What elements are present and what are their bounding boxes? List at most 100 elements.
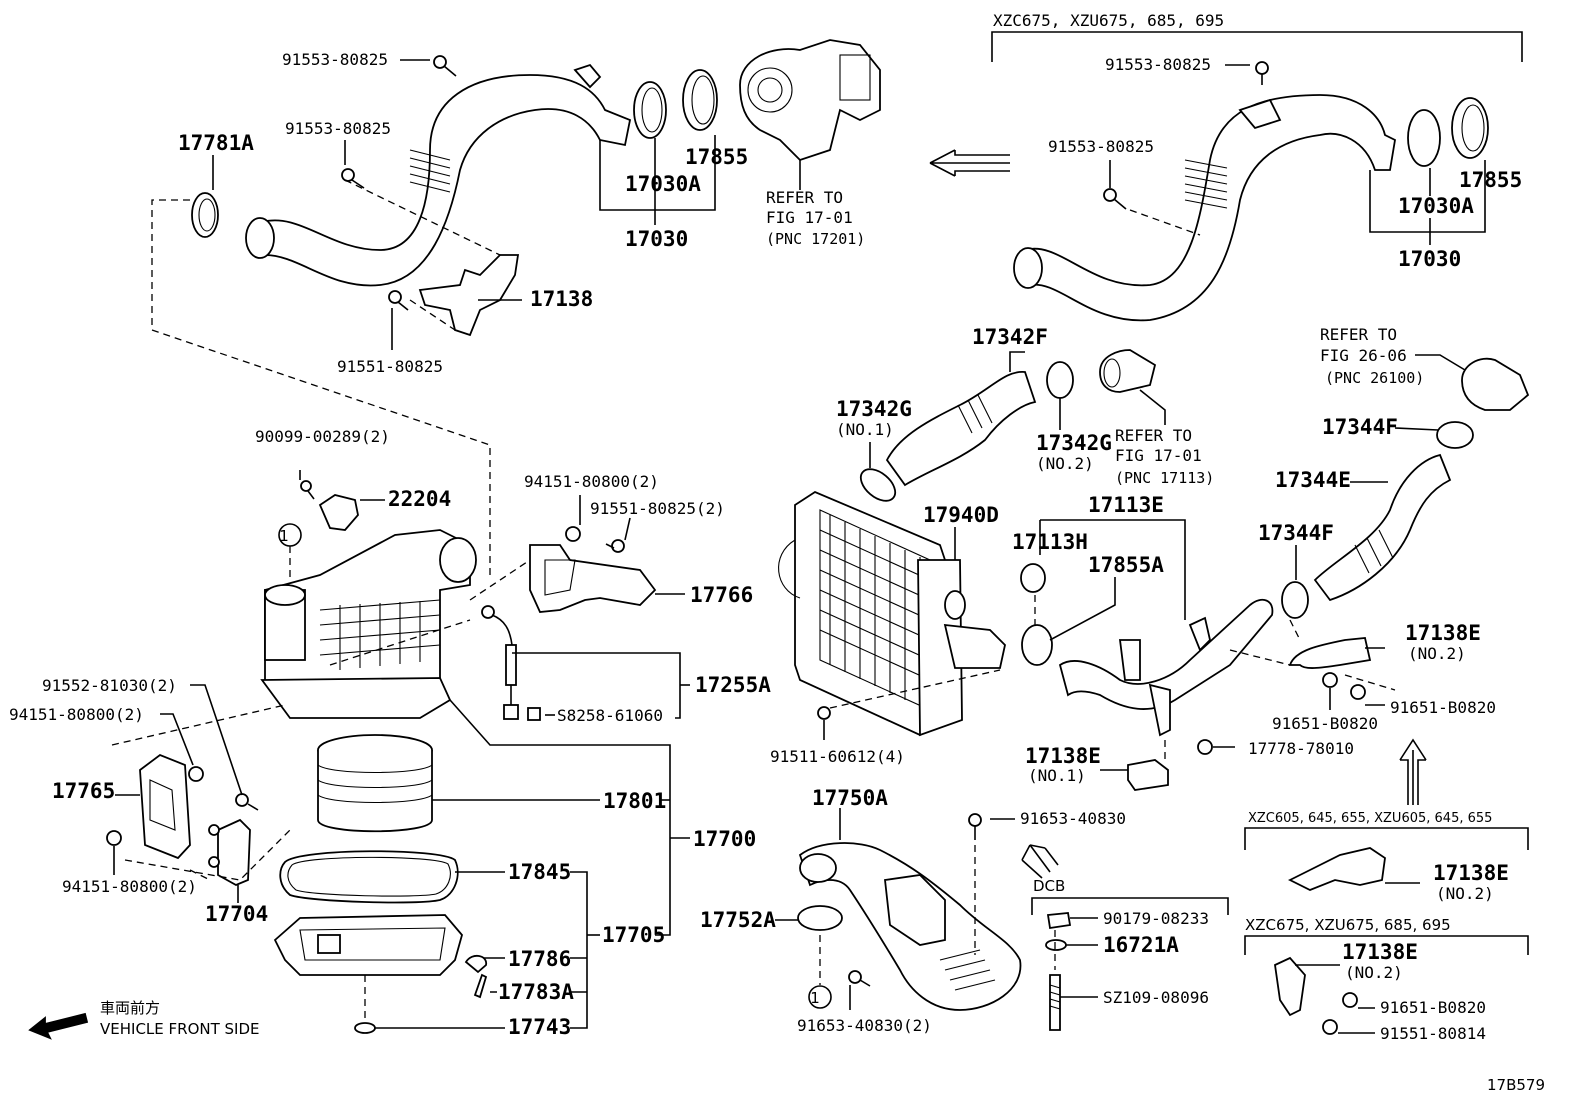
label-17342g-1: 17342G xyxy=(836,397,912,421)
ref-circle-1-bottom xyxy=(808,985,832,1009)
label-17801: 17801 xyxy=(603,789,666,813)
label-17786: 17786 xyxy=(508,947,571,971)
ref3-line-3: (PNC 17113) xyxy=(1115,469,1214,487)
bracket-17765 xyxy=(139,753,191,860)
label-91553-80825-r1: 91553-80825 xyxy=(1105,55,1211,74)
label-17855a: 17855A xyxy=(1088,553,1164,577)
label-91551-80825-2: 91551-80825(2) xyxy=(590,499,725,518)
label-17766: 17766 xyxy=(690,583,753,607)
ref2-line-2: FIG 26-06 xyxy=(1320,346,1407,365)
turbo-ref xyxy=(739,39,881,162)
ref-circle-1-top-text: 1 xyxy=(279,527,289,545)
ref2-line-1: REFER TO xyxy=(1320,325,1397,344)
gasket-17845 xyxy=(279,850,459,904)
direction-arrow-diag xyxy=(1021,844,1059,879)
label-17030a: 17030A xyxy=(625,172,701,196)
figure-id: 17B579 xyxy=(1487,1076,1545,1094)
label-17765: 17765 xyxy=(52,779,115,803)
clamp-17778 xyxy=(1197,739,1213,755)
label-90179-08233: 90179-08233 xyxy=(1103,909,1209,928)
front-side-jp: 車両前方 xyxy=(100,999,160,1017)
clamp-17030a-right xyxy=(1407,109,1441,167)
variant-xzc675-bottom: XZC675, XZU675, 685, 695 xyxy=(1245,916,1451,934)
hose-right-17344e xyxy=(1313,453,1452,602)
label-91651-b0820-a: 91651-B0820 xyxy=(1390,698,1496,717)
label-94151-80800-c: 94151-80800(2) xyxy=(62,877,197,896)
ref-line-2: FIG 17-01 xyxy=(766,208,853,227)
label-17845: 17845 xyxy=(508,860,571,884)
label-91653-40830-b: 91653-40830(2) xyxy=(797,1016,932,1035)
intake-pipe-upper-left xyxy=(245,63,632,287)
air-cleaner-housing xyxy=(260,529,477,719)
ref3-line-1: REFER TO xyxy=(1115,426,1192,445)
label-94151-80800-b: 94151-80800(2) xyxy=(9,705,144,724)
label-17344e: 17344E xyxy=(1275,468,1351,492)
label-17342g-2-no: (NO.2) xyxy=(1036,454,1094,473)
label-17138e-4-no: (NO.2) xyxy=(1345,963,1403,982)
ref-circle-1-bottom-text: 1 xyxy=(810,989,820,1007)
pipe-ref-17113 xyxy=(1099,349,1157,393)
clamp-17344f-top xyxy=(1436,421,1474,449)
intercooler-17940d xyxy=(778,490,1006,737)
label-17138e-2: 17138E xyxy=(1025,744,1101,768)
egr-ref xyxy=(1461,357,1530,411)
label-17342g-2: 17342G xyxy=(1036,431,1112,455)
stud-sz109 xyxy=(1049,974,1061,1031)
hose-17342f xyxy=(885,371,1037,487)
label-17030-right: 17030 xyxy=(1398,247,1461,271)
front-side-en: VEHICLE FRONT SIDE xyxy=(100,1020,260,1038)
air-hose-17750a xyxy=(798,842,1022,1011)
intake-pipe-upper-right xyxy=(1013,94,1396,322)
variant-xzc675-top: XZC675, XZU675, 685, 695 xyxy=(993,11,1224,30)
clamp-17781a xyxy=(191,192,219,238)
pin-17783a xyxy=(473,973,488,999)
label-17138e-1: 17138E xyxy=(1405,621,1481,645)
label-90099-00289: 90099-00289(2) xyxy=(255,427,390,446)
label-17940d: 17940D xyxy=(923,503,999,527)
ref3-line-2: FIG 17-01 xyxy=(1115,446,1202,465)
bolts-top-left xyxy=(341,55,457,311)
bracket-17138 xyxy=(418,254,520,337)
clip-17786 xyxy=(464,955,487,974)
case-17705 xyxy=(273,914,463,976)
bracket-17138e-xzc675 xyxy=(1274,956,1306,1017)
label-91551-80814: 91551-80814 xyxy=(1380,1024,1486,1043)
label-91653-40830-a: 91653-40830 xyxy=(1020,809,1126,828)
label-17138: 17138 xyxy=(530,287,593,311)
hose-17855a xyxy=(1021,624,1053,666)
variant-xzc605: XZC605, 645, 655, XZU605, 645, 655 xyxy=(1248,811,1492,826)
pipe-17113e xyxy=(1058,598,1274,737)
label-17113h: 17113H xyxy=(1012,530,1088,554)
label-91511-60612: 91511-60612(4) xyxy=(770,747,905,766)
label-17783a: 17783A xyxy=(498,980,574,1004)
clamp-17344f-low xyxy=(1281,581,1309,619)
cap-22204 xyxy=(318,494,359,531)
label-17344f-2: 17344F xyxy=(1258,521,1334,545)
label-91553-80825-a: 91553-80825 xyxy=(282,50,388,69)
label-s8258-61060: S8258-61060 xyxy=(557,706,663,725)
label-17138e-1-no: (NO.2) xyxy=(1408,644,1466,663)
label-94151-80800-a: 94151-80800(2) xyxy=(524,472,659,491)
vehicle-front-arrow xyxy=(28,1012,89,1040)
bracket-17138e-xzc605 xyxy=(1287,847,1386,891)
label-17138e-3: 17138E xyxy=(1433,861,1509,885)
label-17705: 17705 xyxy=(602,923,665,947)
label-17778-78010: 17778-78010 xyxy=(1248,739,1354,758)
label-22204: 22204 xyxy=(388,487,451,511)
bracket-17138e-no1 xyxy=(1127,759,1169,791)
label-sz109-08096: SZ109-08096 xyxy=(1103,988,1209,1007)
bracket-17138e-no2 xyxy=(1288,637,1372,669)
label-17255a: 17255A xyxy=(695,673,771,697)
label-91553-80825-b: 91553-80825 xyxy=(285,119,391,138)
label-17030a-right: 17030A xyxy=(1398,194,1474,218)
variant-dcb: DCB xyxy=(1033,877,1065,895)
label-17342f: 17342F xyxy=(972,325,1048,349)
label-17743: 17743 xyxy=(508,1015,571,1039)
clamp-17752a xyxy=(797,905,843,931)
hose-17855 xyxy=(682,69,718,131)
label-17342g-1-no: (NO.1) xyxy=(836,420,894,439)
label-91553-80825-r2: 91553-80825 xyxy=(1048,137,1154,156)
